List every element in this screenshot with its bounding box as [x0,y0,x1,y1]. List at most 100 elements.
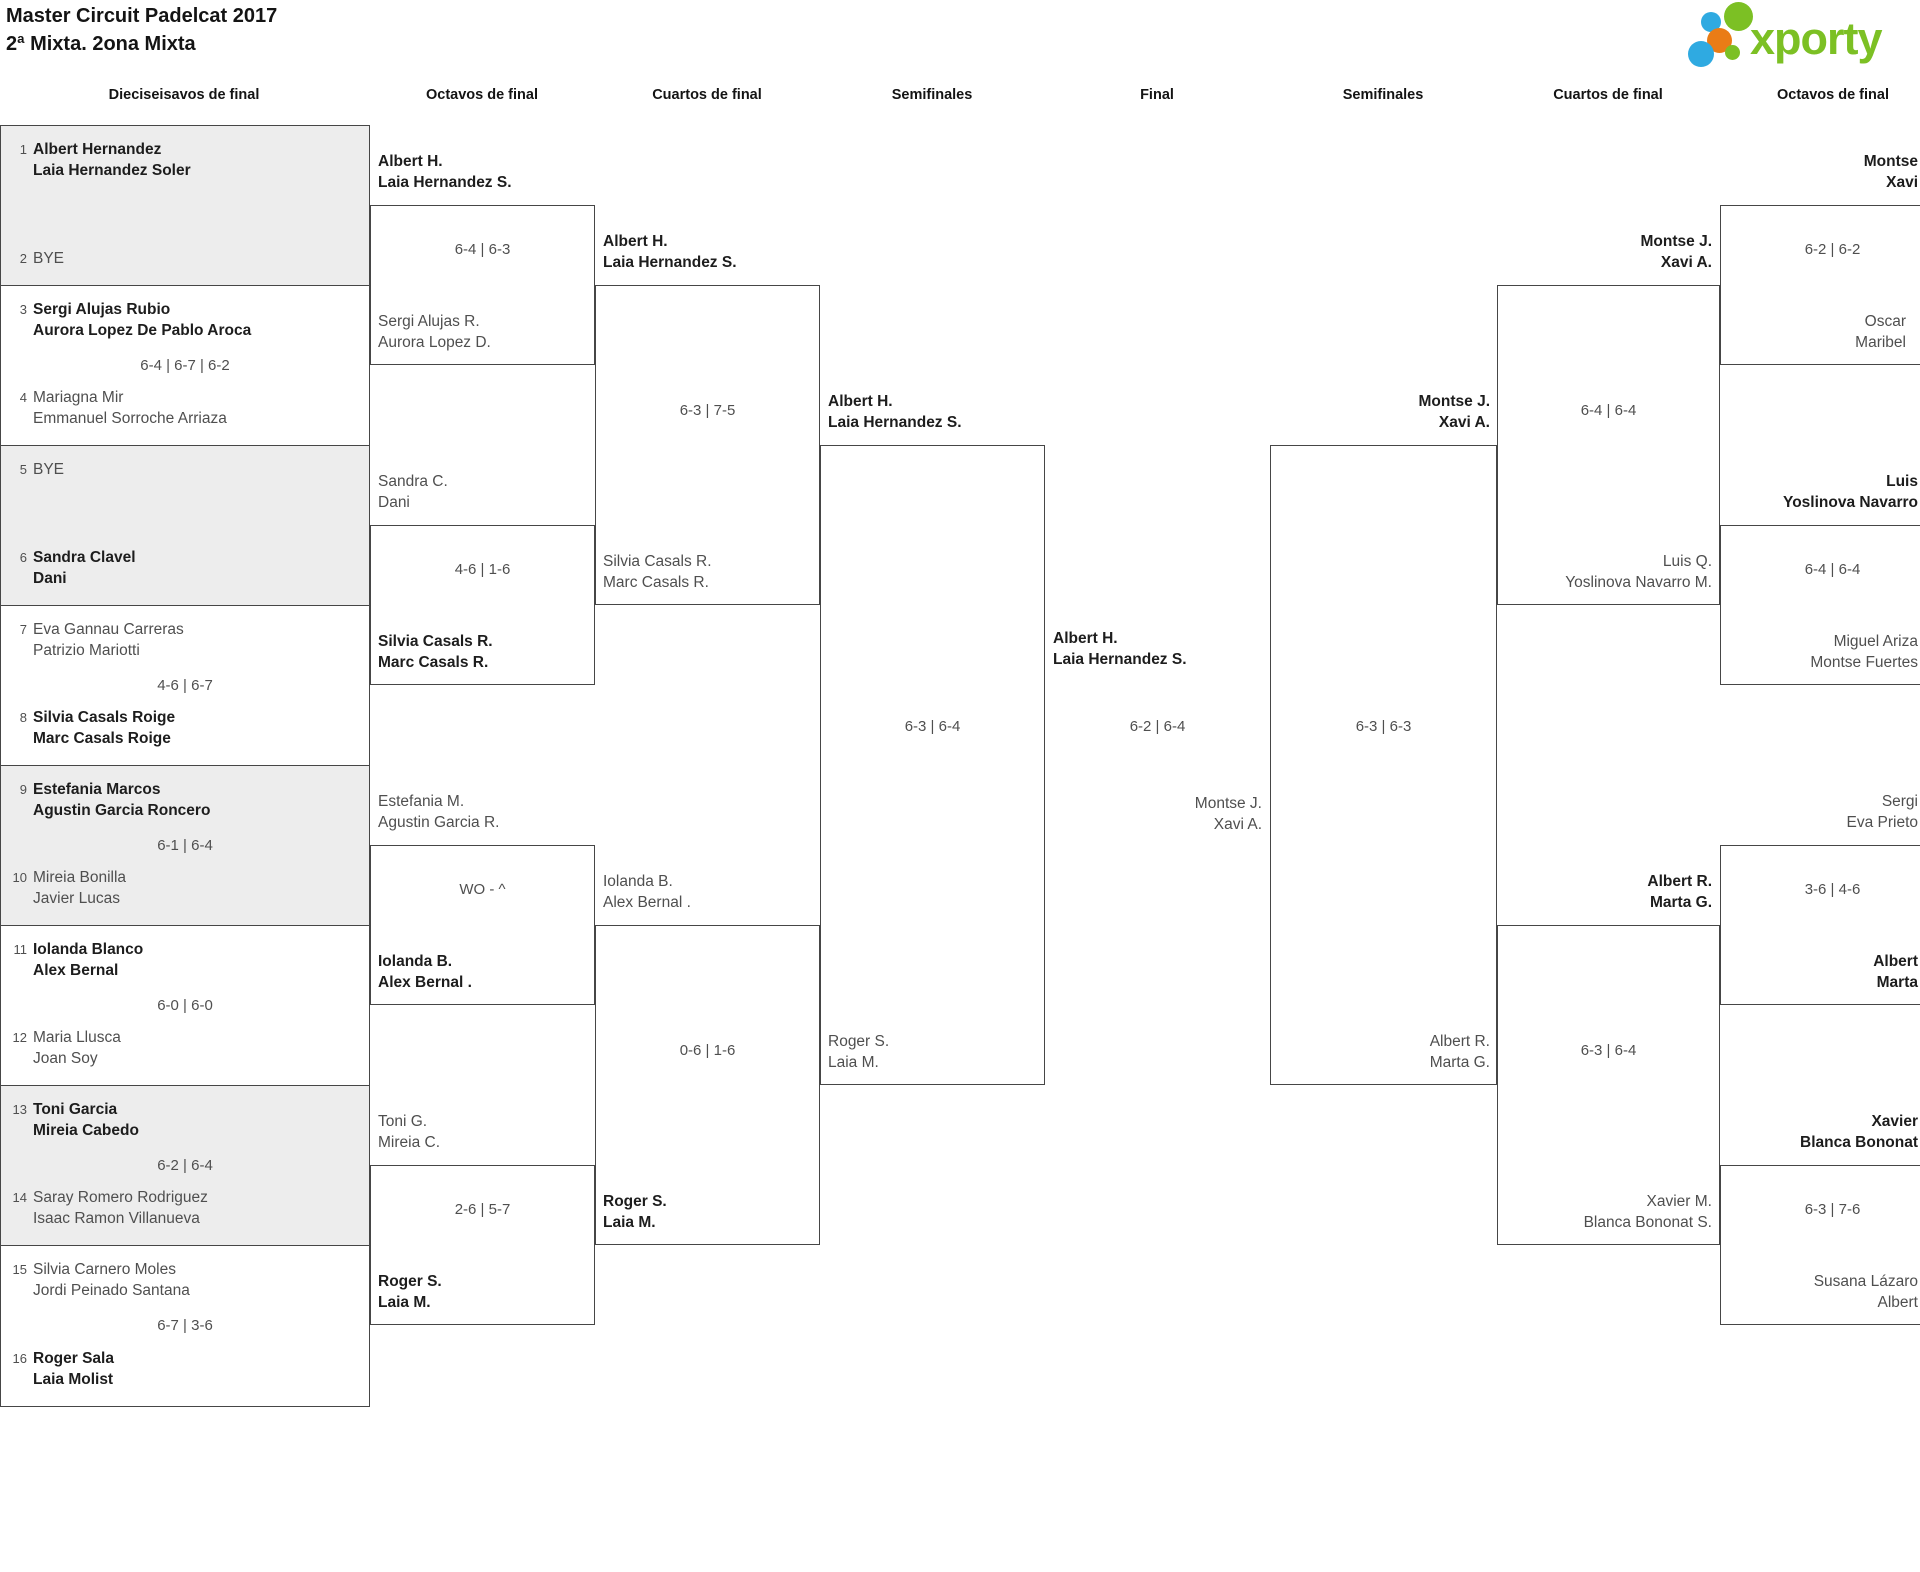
match-box-r16-left-3 [370,845,595,1005]
match-score: 6-2 | 6-2 [1804,241,1861,258]
player-2: Alex Bernal [33,962,119,979]
match-score: 6-2 | 6-4 [157,1157,213,1174]
player-1: Sandra Clavel [33,549,136,566]
round-header-final: Final [1140,87,1174,103]
match-score: 6-4 | 6-4 [1804,561,1861,578]
seed-number: 10 [12,870,27,885]
match-score: 6-1 | 6-4 [157,837,213,854]
player-2: Laia Hernandez Soler [33,162,191,179]
match-box-sf-left [820,445,1045,1085]
team-label: Albert H.Laia Hernandez S. [603,233,737,271]
match-score: 6-4 | 6-4 [1580,402,1637,419]
team-label: Luis Q.Yoslinova Navarro M. [1565,553,1712,591]
player-1: Maria Llusca [33,1029,121,1046]
seed-number: 3 [19,302,27,317]
team-label: Albert H.Laia Hernandez S. [828,393,962,431]
player-2: Isaac Ramon Villanueva [33,1210,200,1227]
bracket-entry-5: 5 BYE [7,459,365,480]
logo-dot-blue-top [1701,12,1721,32]
team-label: Albert R.Marta G. [1647,873,1712,911]
player-1: BYE [33,250,65,267]
seed-number: 5 [19,462,27,477]
match-box-r16-right-4 [1720,1165,1920,1325]
player-2: Dani [33,570,67,587]
team-name: BYE [33,459,64,480]
seed-number: 2 [19,251,27,266]
final-winner-label: Albert H.Laia Hernandez S. [1053,630,1187,668]
player-1: Saray Romero Rodriguez [33,1189,208,1206]
final-score: 6-2 | 6-4 [1129,718,1186,735]
player-1: Silvia Casals Roige [33,709,176,726]
category-name: 2ª Mixta. 2ona Mixta [6,33,196,55]
match-box-qf-right-1 [1497,285,1720,605]
team-label: Roger S.Laia M. [378,1273,442,1311]
match-score: 2-6 | 5-7 [454,1201,511,1218]
seed-number: 9 [19,782,27,797]
match-box-qf-left-2 [595,925,820,1245]
round-header-r16-left: Octavos de final [425,87,538,103]
match-box-qf-left-1 [595,285,820,605]
match-score: 6-0 | 6-0 [157,997,213,1014]
player-1: Sergi Alujas Rubio [33,301,171,318]
seed-number: 1 [19,142,27,157]
round-header-r16-right: Octavos de final [1776,87,1889,103]
player-1: Iolanda Blanco [33,941,144,958]
round-header-qf-right: Cuartos de final [1553,87,1663,103]
player-2: Agustin Garcia Roncero [33,802,211,819]
round-header-r32: Dieciseisavos de final [108,87,260,103]
match-score: 6-4 | 6-7 | 6-2 [140,357,230,374]
player-2: Emmanuel Sorroche Arriaza [33,410,227,427]
team-label: Roger S.Laia M. [828,1033,890,1071]
player-2: Jordi Peinado Santana [33,1282,190,1299]
match-box-r16-right-3 [1720,845,1920,1005]
match-box-sf-right [1270,445,1497,1085]
player-1: Silvia Carnero Moles [33,1261,176,1278]
match-score: 0-6 | 1-6 [679,1042,736,1059]
seed-number: 8 [19,710,27,725]
match-box-qf-right-2 [1497,925,1720,1245]
match-box-r16-right-1 [1720,205,1920,365]
player-1: Albert Hernandez [33,141,162,158]
match-score: 4-6 | 1-6 [454,561,511,578]
match-score: 6-3 | 7-6 [1804,1201,1861,1218]
match-score: WO - ^ [459,881,506,898]
team-label: Toni G.Mireia C. [378,1113,441,1151]
match-score: 4-6 | 6-7 [157,677,213,694]
seed-number: 16 [12,1351,27,1366]
logo-dot-green-big [1724,2,1753,31]
logo-dot-green-small [1725,45,1740,60]
player-1: Eva Gannau Carreras [33,621,184,638]
seed-number: 12 [12,1030,27,1045]
team-label: Montse J.Xavi A. [1640,233,1712,271]
match-box-r16-left-4 [370,1165,595,1325]
player-1: Mireia Bonilla [33,869,127,886]
team-label: Sandra C.Dani [378,473,448,511]
team-label: Iolanda B.Alex Bernal . [378,953,472,991]
player-1: Estefania Marcos [33,781,161,798]
